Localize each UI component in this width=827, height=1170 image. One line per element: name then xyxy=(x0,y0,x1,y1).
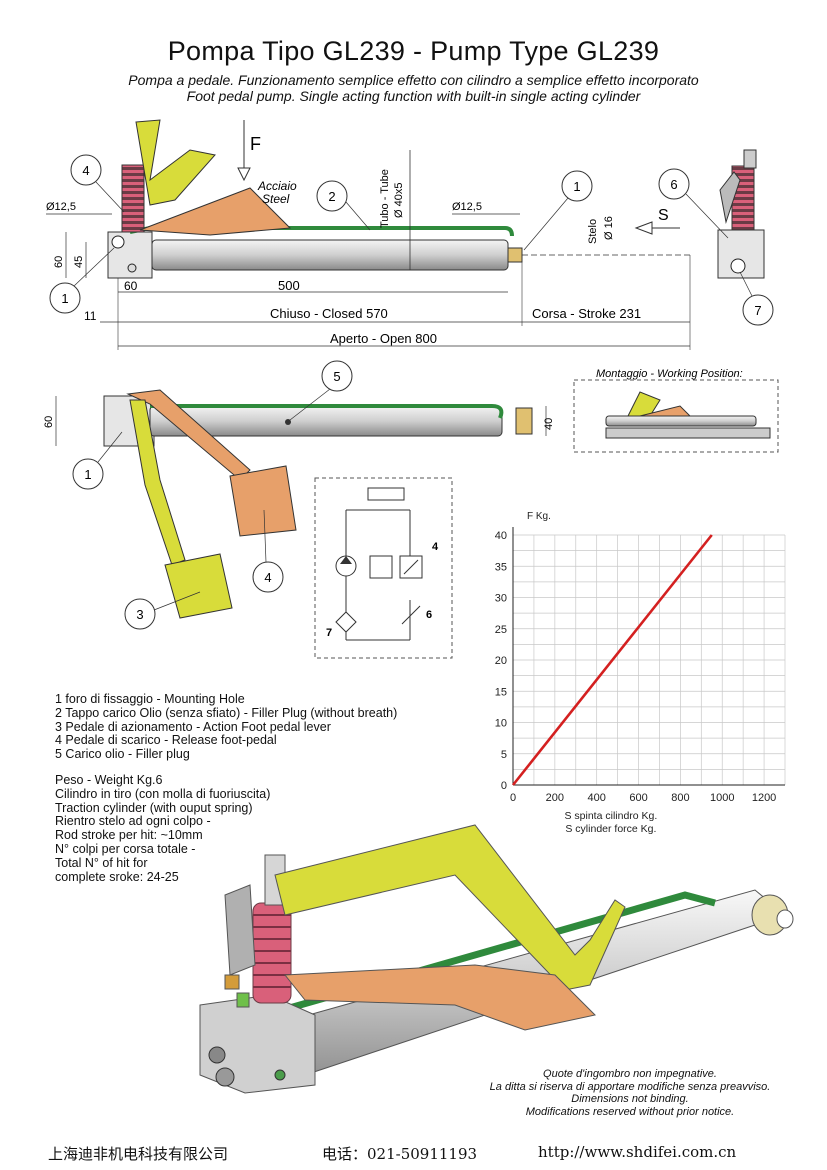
svg-text:60: 60 xyxy=(43,416,55,428)
mounting-hole-icon xyxy=(111,235,125,249)
svg-text:4: 4 xyxy=(264,570,271,585)
y-tick-label: 0 xyxy=(501,780,507,792)
spec-item: Rientro stelo ad ogni colpo - xyxy=(55,814,211,829)
pump-3d-render xyxy=(199,824,794,1094)
svg-text:4: 4 xyxy=(432,541,439,553)
page-title: Pompa Tipo GL239 - Pump Type GL239 xyxy=(167,36,660,66)
plan-view-drawing: 60 40 5 1 4 3 Montaggio - Working Positi… xyxy=(43,360,779,659)
footer-phone: 电话：021-50911193 xyxy=(322,1145,478,1163)
x-axis-label: S cylinder force Kg. xyxy=(565,823,656,835)
hydraulic-schematic xyxy=(314,477,453,659)
y-tick-label: 25 xyxy=(495,624,507,636)
callout-6: 6 xyxy=(658,168,729,239)
svg-text:7: 7 xyxy=(326,627,332,639)
svg-text:1: 1 xyxy=(61,291,68,306)
svg-text:5: 5 xyxy=(333,369,340,384)
disclaimer: Quote d'ingombro non impegnative. La dit… xyxy=(489,1068,771,1118)
callout-7: 7 xyxy=(739,271,774,326)
callout-1-mid: 1 xyxy=(72,431,123,490)
x-tick-label: 800 xyxy=(671,792,689,804)
top-view-drawing: F Acciaio Steel Tubo - Tube Ø 40x5 Stelo… xyxy=(46,119,774,350)
svg-text:60: 60 xyxy=(124,279,138,293)
copper-lever-3d xyxy=(284,964,597,1031)
svg-text:Ø12,5: Ø12,5 xyxy=(46,201,76,213)
y-tick-label: 30 xyxy=(495,593,507,605)
svg-text:S: S xyxy=(658,207,669,224)
callout-2: 2 xyxy=(316,180,371,231)
svg-text:Acciaio: Acciaio xyxy=(257,179,297,193)
subtitle-italian: Pompa a pedale. Funzionamento semplice e… xyxy=(128,72,699,88)
svg-text:2: 2 xyxy=(328,189,335,204)
svg-text:11: 11 xyxy=(84,309,97,323)
spring xyxy=(121,164,145,233)
spec-item: Cilindro in tiro (con molla di fuoriusci… xyxy=(55,786,271,801)
svg-text:1: 1 xyxy=(573,179,580,194)
callout-1-right: 1 xyxy=(523,170,593,251)
subtitle-english: Foot pedal pump. Single acting function … xyxy=(186,88,641,104)
callout-3-mid: 3 xyxy=(124,591,201,630)
footer-url[interactable]: http://www.shdifei.com.cn xyxy=(538,1143,737,1161)
x-tick-label: 1000 xyxy=(710,792,734,804)
pedal xyxy=(135,119,216,206)
callout-1-left: 1 xyxy=(49,247,115,314)
svg-text:4: 4 xyxy=(82,163,89,178)
svg-text:1: 1 xyxy=(84,467,91,482)
svg-text:Corsa - Stroke 231: Corsa - Stroke 231 xyxy=(532,306,641,321)
legend-item: 1 foro di fissaggio - Mounting Hole xyxy=(55,692,245,706)
legend: 1 foro di fissaggio - Mounting Hole 2 Ta… xyxy=(55,692,398,884)
svg-text:Tubo - Tube: Tubo - Tube xyxy=(379,169,391,228)
legend-item: 5 Carico olio - Filler plug xyxy=(55,747,190,762)
callout-4-mid: 4 xyxy=(252,509,284,593)
spec-item: Traction cylinder (with ouput spring) xyxy=(55,800,253,815)
x-tick-label: 600 xyxy=(629,792,647,804)
svg-text:500: 500 xyxy=(278,278,300,293)
svg-text:3: 3 xyxy=(136,607,143,622)
svg-text:Chiuso - Closed 570: Chiuso - Closed 570 xyxy=(270,306,388,321)
x-axis-label: S spinta cilindro Kg. xyxy=(565,810,658,822)
svg-text:6: 6 xyxy=(426,609,432,621)
svg-text:40: 40 xyxy=(543,418,555,430)
svg-text:7: 7 xyxy=(754,303,761,318)
callout-5: 5 xyxy=(289,360,353,421)
svg-text:Aperto - Open 800: Aperto - Open 800 xyxy=(330,331,437,346)
spec-item: Peso - Weight Kg.6 xyxy=(55,772,163,787)
legend-item: 4 Pedale di scarico - Release foot-pedal xyxy=(55,733,277,748)
y-tick-label: 20 xyxy=(495,655,507,667)
spec-item: Total N° of hit for xyxy=(55,855,148,870)
svg-text:Ø12,5: Ø12,5 xyxy=(452,201,482,213)
legend-item: 2 Tappo carico Olio (senza sfiato) - Fil… xyxy=(55,705,398,720)
svg-text:Montaggio - Working Position:: Montaggio - Working Position: xyxy=(596,368,743,380)
x-tick-label: 400 xyxy=(588,792,606,804)
x-tick-label: 1200 xyxy=(752,792,776,804)
y-tick-label: 5 xyxy=(501,749,507,761)
svg-text:Stelo: Stelo xyxy=(587,219,599,244)
callout-4: 4 xyxy=(70,154,125,213)
y-tick-label: 15 xyxy=(495,686,507,698)
legend-item: 3 Pedale di azionamento - Action Foot pe… xyxy=(55,719,331,734)
svg-text:6: 6 xyxy=(670,177,677,192)
x-tick-label: 0 xyxy=(510,792,516,804)
pedal-3d xyxy=(274,824,626,991)
x-tick-label: 200 xyxy=(546,792,564,804)
svg-text:Steel: Steel xyxy=(262,192,290,206)
series-line xyxy=(511,534,713,786)
y-tick-label: 10 xyxy=(495,718,507,730)
force-label: F xyxy=(250,134,261,154)
svg-text:Ø 40x5: Ø 40x5 xyxy=(393,183,405,218)
copper-lever xyxy=(139,187,292,236)
y-tick-label: 35 xyxy=(495,561,507,573)
svg-text:45: 45 xyxy=(73,256,85,268)
cylinder xyxy=(151,239,509,271)
svg-text:60: 60 xyxy=(53,256,65,268)
spec-item: complete sroke: 24-25 xyxy=(55,869,179,884)
hose xyxy=(129,226,514,237)
footer-company: 上海迪非机电科技有限公司 xyxy=(48,1145,229,1163)
y-axis-label: F Kg. xyxy=(527,511,551,522)
y-tick-label: 40 xyxy=(495,530,507,542)
spec-item: Rod stroke per hit: ~10mm xyxy=(55,828,203,843)
spec-item: N° colpi per corsa totale - xyxy=(55,841,196,856)
svg-text:Ø 16: Ø 16 xyxy=(603,216,615,240)
